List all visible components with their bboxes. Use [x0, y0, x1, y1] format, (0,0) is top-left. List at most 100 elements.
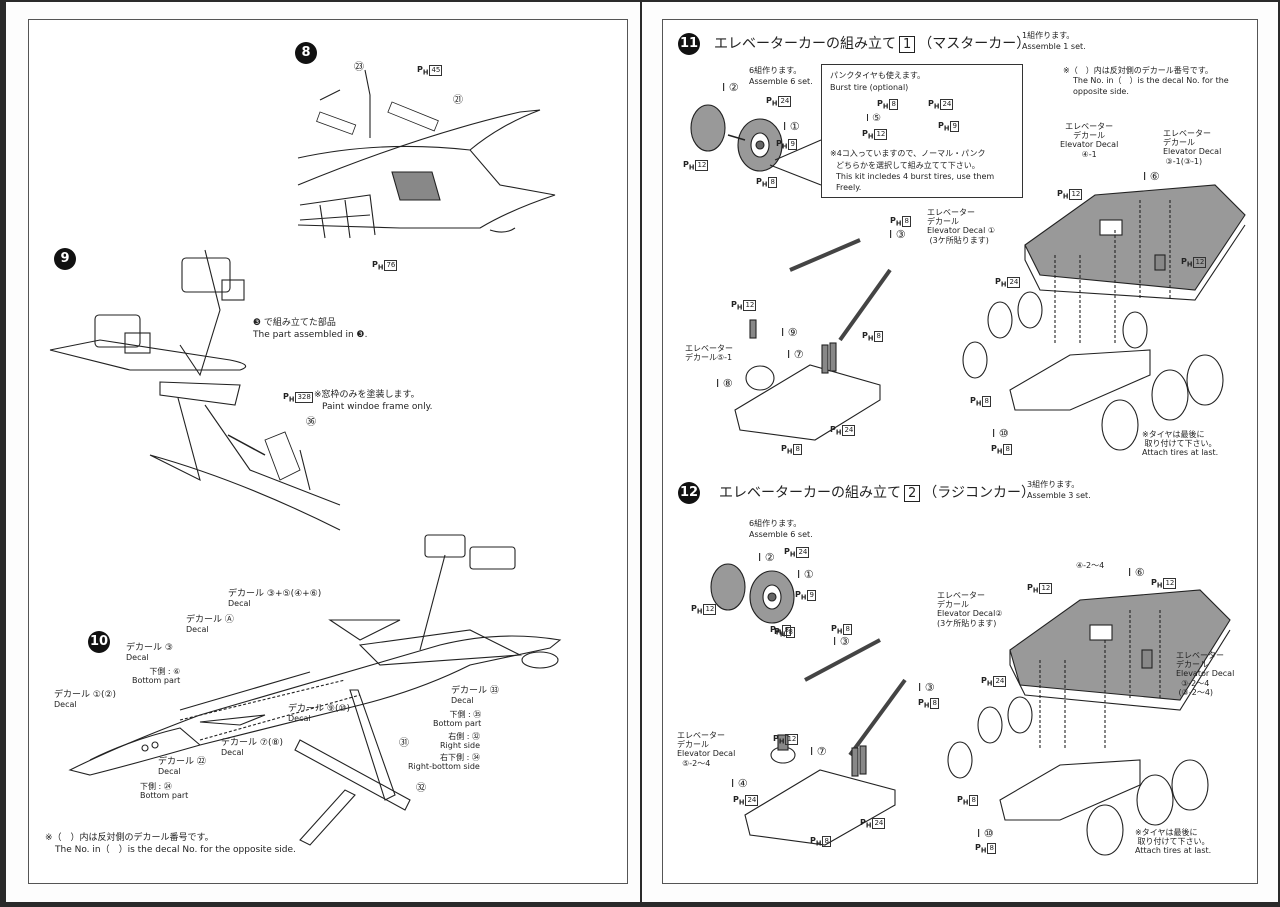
part-label: I ③	[918, 681, 935, 694]
tire-note: ※タイヤは最後に 取り付けて下さい。Attach tires at last.	[1135, 828, 1212, 856]
step12-chassis-drawing	[744, 638, 907, 846]
part-label: I ⑧	[716, 377, 733, 390]
step10-aircraft-drawing	[68, 534, 562, 846]
part-label: I ⑨	[781, 326, 798, 339]
part-label: I ③	[833, 635, 850, 648]
part-label: ㉛	[399, 738, 409, 749]
step12-vehicle-drawing	[947, 610, 1209, 856]
decal-callout: デカール ⑦(⑧)Decal	[221, 738, 284, 758]
step8-wing-drawing	[297, 69, 556, 239]
wheel-qty-ja: 6組作ります。	[749, 66, 802, 75]
part-label: I ①	[797, 568, 814, 581]
part-label: ㉜	[416, 783, 426, 794]
step9-note-en: The part assembled in ❸.	[253, 330, 368, 340]
part-label: I ⑤	[866, 113, 882, 124]
option-body-ja-1: ※4コ入っていますので、ノーマル・パンク	[830, 149, 986, 158]
footnote-ja: ※（ ）内は反対側のデカール番号です。	[45, 833, 214, 843]
part-label: I ②	[758, 551, 775, 564]
option-body-ja-2: どちらかを選択して組み立てて下さい。	[836, 161, 980, 170]
part-label: I ⑥	[1128, 566, 1145, 579]
step11-vehicle-drawing	[962, 200, 1224, 451]
decal-callout: デカール ③+⑤(④+⑥)Decal	[228, 589, 322, 609]
chassis-decal-callout: エレベーターデカール⑤-1	[685, 344, 733, 363]
part-label: I ①	[783, 120, 800, 133]
step-12-badge: 12	[678, 482, 700, 504]
qty-en: Assemble 3 set.	[1027, 491, 1091, 500]
wheel-qty-en: Assemble 6 set.	[749, 530, 813, 539]
tire-note: ※タイヤは最後に 取り付けて下さい。Attach tires at last.	[1142, 430, 1219, 458]
paint-note-ja: ※窓枠のみを塗装します。	[314, 390, 420, 400]
part-label: ㊱	[306, 417, 316, 428]
option-head-ja: パンクタイヤも使えます。	[830, 71, 926, 80]
step9-tail-drawing	[49, 249, 341, 531]
decal-top-number: ④-2〜4	[1076, 561, 1105, 570]
option-body-en-2: Freely.	[836, 183, 862, 192]
decal-callout: デカール ①(②)Decal	[54, 690, 117, 710]
part-label: I ⑦	[787, 348, 804, 361]
part-label: I ⑦	[810, 745, 827, 758]
wheel-qty-en: Assemble 6 set.	[749, 77, 813, 86]
decal-callout: デカール ⑨(⑩)Decal	[288, 704, 351, 724]
opposite-note-en-1: The No. in（ ）is the decal No. for the	[1073, 76, 1229, 85]
step11-platform-drawing	[1024, 184, 1246, 301]
part-label: I ④	[731, 777, 748, 790]
step12-wheel-drawing	[710, 563, 795, 624]
opposite-note-ja: ※（ ）内は反対側のデカール番号です。	[1063, 66, 1213, 75]
part-label: ㉓	[354, 62, 364, 73]
option-head-en: Burst tire (optional)	[830, 83, 909, 92]
paint-note-en: Paint windoe frame only.	[322, 402, 433, 412]
step11-chassis-drawing	[734, 238, 892, 441]
part-label: I ⑩	[992, 427, 1009, 440]
footnote-en: The No. in（ ）is the decal No. for the op…	[55, 845, 296, 855]
part-label: ㉑	[453, 95, 463, 106]
step-8-badge: 8	[295, 42, 317, 64]
